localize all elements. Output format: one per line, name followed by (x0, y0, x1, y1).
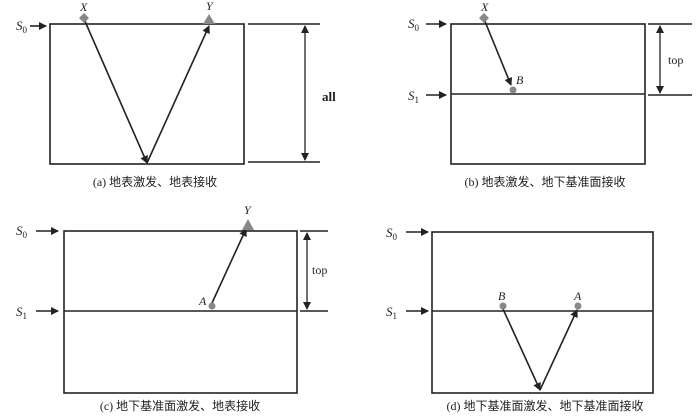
caption: (a) 地表激发、地表接收 (93, 174, 217, 189)
s1-label: S1 (386, 304, 397, 321)
source-label: X (480, 0, 489, 14)
s0-label: S0 (16, 18, 28, 35)
source-diamond-icon (79, 13, 89, 23)
caption: (c) 地下基准面激发、地表接收 (100, 398, 260, 413)
panel-c: S0 S1 A Y top (c) 地下基准面激发、地表接收 (16, 203, 328, 413)
model-box (63, 230, 298, 394)
panel-b: S0 S1 X B top (b) 地表激发、地下基准面接收 (408, 0, 692, 189)
upgoing-ray (146, 25, 210, 164)
source-label: X (79, 0, 88, 14)
source-dot-icon (208, 302, 216, 310)
s0-label: S0 (408, 16, 420, 33)
receiver-triangle-icon (242, 219, 254, 230)
s1-label: S1 (16, 304, 27, 321)
panel-d: S0 S1 B A (d) 地下基准面激发、地下基准面接收 (386, 225, 654, 413)
panel-a: S0 X Y all (a) 地表激发、地表接收 (16, 0, 336, 189)
upgoing-ray (539, 309, 578, 391)
source-dot-icon (499, 302, 507, 310)
ray (483, 18, 513, 86)
receiver-label: Y (244, 203, 252, 217)
receiver-label: B (516, 73, 524, 87)
receiver-triangle-icon (203, 14, 215, 24)
s1-label: S1 (408, 88, 419, 105)
caption: (d) 地下基准面激发、地下基准面接收 (447, 398, 644, 413)
receiver-dot-icon (509, 86, 517, 94)
s0-label: S0 (386, 225, 398, 242)
ray (211, 228, 247, 304)
source-label: A (198, 294, 207, 308)
dimension-label: all (322, 89, 336, 104)
s0-label: S0 (16, 223, 28, 240)
source-diamond-icon (479, 13, 489, 23)
receiver-label: A (573, 289, 582, 303)
source-label: B (498, 289, 506, 303)
receiver-label: Y (206, 0, 214, 13)
dimension-label: top (668, 53, 683, 67)
downgoing-ray (83, 18, 148, 164)
model-box (431, 231, 654, 394)
receiver-dot-icon (574, 302, 582, 310)
model-box (49, 23, 245, 165)
caption: (b) 地表激发、地下基准面接收 (465, 174, 626, 189)
dimension-label: top (312, 263, 327, 277)
downgoing-ray (502, 308, 541, 391)
